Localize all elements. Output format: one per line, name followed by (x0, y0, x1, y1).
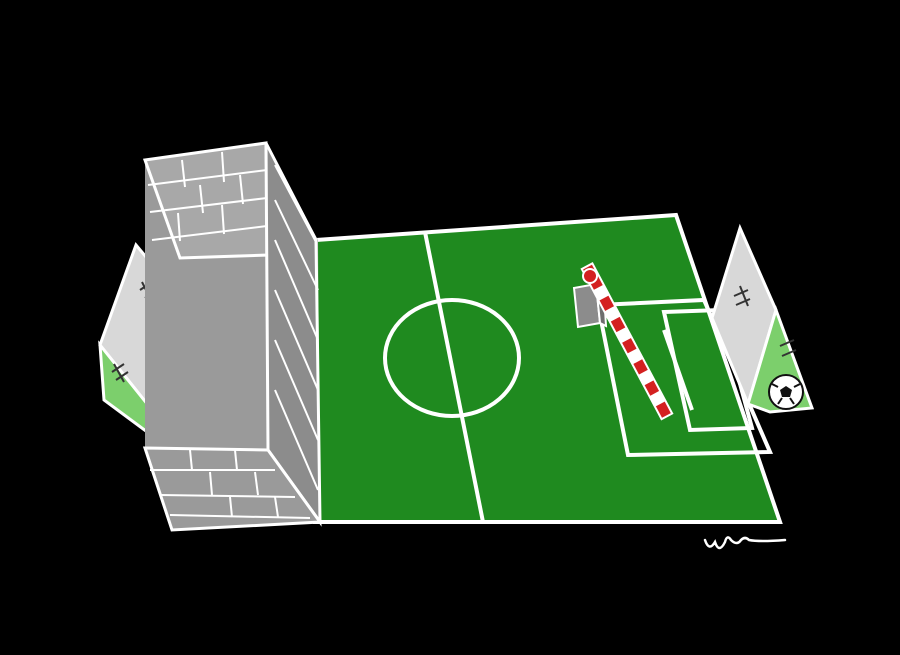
soccer-ball-icon (768, 374, 804, 410)
halfway-line (423, 231, 485, 523)
signature (703, 536, 787, 550)
center-circle (383, 298, 521, 418)
brick-wall-icon (142, 141, 323, 532)
goal-area-right (661, 307, 755, 433)
pitch-main (312, 212, 783, 524)
boom-barrier-icon (572, 262, 674, 421)
penalty-area-right (595, 297, 774, 458)
penalty-arc-right (662, 329, 694, 411)
